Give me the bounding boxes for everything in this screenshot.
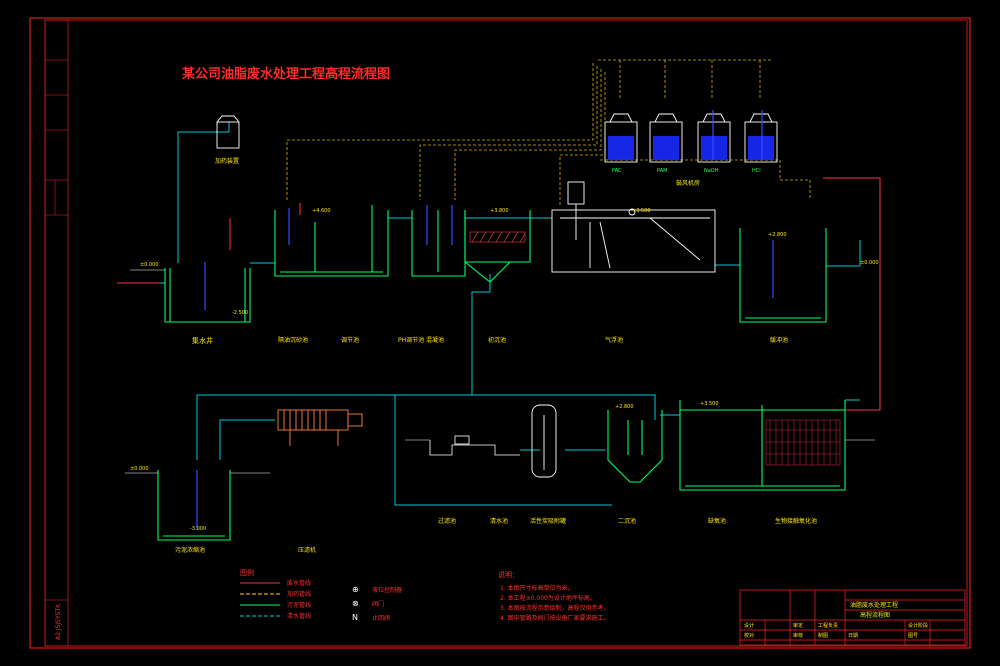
elevation-marks: +4.600 +3.800 +3.500 +2.800 ±0.000 -2.50… xyxy=(130,208,879,532)
label-regulating: 调节池 xyxy=(341,336,359,344)
sludge-tank xyxy=(157,470,231,541)
title-block xyxy=(739,589,966,646)
svg-text:制图: 制图 xyxy=(818,632,828,639)
svg-text:+4.600: +4.600 xyxy=(312,208,331,214)
svg-text:+2.800: +2.800 xyxy=(615,404,634,410)
svg-text:PAM: PAM xyxy=(657,168,667,174)
svg-text:-3.000: -3.000 xyxy=(190,526,206,532)
svg-text:高程流程图: 高程流程图 xyxy=(860,611,890,619)
secondary-clarifier xyxy=(607,410,663,483)
svg-text:设计阶段: 设计阶段 xyxy=(908,622,928,629)
label-ph-coag: PH调节池 混凝池 xyxy=(398,336,444,344)
label-flotation: 气浮池 xyxy=(605,336,623,344)
legend-symbol-icon-0: ⊕ xyxy=(352,585,359,594)
flotation-tank xyxy=(551,181,716,273)
ground-lines xyxy=(125,269,875,474)
water-pipes xyxy=(117,122,861,506)
dosing-tank-fill xyxy=(608,136,774,160)
legend-symbol-icon-1: ⊗ xyxy=(352,599,359,608)
svg-text:HCl: HCl xyxy=(752,168,761,174)
sed-hatch xyxy=(469,231,526,243)
legend-symbol-icon-2: N xyxy=(352,613,358,622)
svg-text:±0.000: ±0.000 xyxy=(860,260,879,266)
svg-text:±0.000: ±0.000 xyxy=(130,466,149,472)
legend-title: 图例 xyxy=(240,568,254,577)
svg-text:审定: 审定 xyxy=(793,622,803,629)
note-line-3: 3. 本图按流程示意绘制，高程仅供参考。 xyxy=(500,604,610,612)
label-sludge-tank: 污泥浓缩池 xyxy=(175,546,205,554)
label-secondary: 二沉池 xyxy=(618,517,636,525)
label-anoxic: 缺氧池 xyxy=(708,517,726,525)
dosing-lines xyxy=(286,59,811,205)
label-blower: 鼓风机房 xyxy=(676,179,700,187)
svg-text:NaOH: NaOH xyxy=(704,168,719,174)
collection-well xyxy=(164,268,251,323)
pump-lines xyxy=(196,110,774,530)
label-carbon: 活性炭吸附罐 xyxy=(530,517,566,525)
label-sedimentation: 初沉池 xyxy=(488,336,506,344)
filter-press xyxy=(277,409,363,446)
regulating-tank xyxy=(274,210,389,277)
label-equalize: 缓冲池 xyxy=(770,336,788,344)
air-line xyxy=(117,177,881,411)
svg-text:+2.800: +2.800 xyxy=(768,232,787,238)
sedimentation-tank xyxy=(464,210,531,263)
svg-text:审核: 审核 xyxy=(793,632,803,639)
label-dosing-room: 加药装置 xyxy=(215,157,239,165)
dosing-tanks xyxy=(216,113,778,163)
label-filter: 过滤池 xyxy=(438,517,456,525)
svg-text:工程负责: 工程负责 xyxy=(818,622,838,629)
drawing-title: 某公司油脂废水处理工程高程流程图 xyxy=(181,66,390,82)
svg-text:+3.500: +3.500 xyxy=(632,208,651,214)
svg-text:油脂废水处理工程: 油脂废水处理工程 xyxy=(850,601,898,609)
dosing-tank-labels: PAC PAM NaOH HCl xyxy=(612,168,761,174)
svg-text:设计: 设计 xyxy=(744,622,754,629)
oxidation-filler xyxy=(765,419,841,466)
svg-text:校对: 校对 xyxy=(744,632,754,639)
bio-tank xyxy=(679,400,846,491)
tanks xyxy=(157,205,846,541)
note-line-1: 1. 本图尺寸标高单位为米。 xyxy=(500,584,574,592)
note-line-4: 4. 图中管路及阀门按设备厂家要求施工。 xyxy=(500,614,610,622)
title-block-text: 油脂废水处理工程 高程流程图 工程负责 审定 审核 设计 校对 制图 设计阶段 … xyxy=(744,601,928,639)
equalize-tank xyxy=(739,228,827,323)
notes: 说明： 1. 本图尺寸标高单位为米。 2. 本工程±0.000为设计地坪标高。 … xyxy=(498,570,610,622)
legend-symbol-label-2: 止回阀 xyxy=(372,614,390,622)
label-final-basin: 清水池 xyxy=(490,517,508,525)
legend-label-2: 污泥管线 xyxy=(287,601,311,609)
legend-label-1: 加药管线 xyxy=(287,590,311,598)
legend-label-0: 废水管线 xyxy=(287,579,311,587)
legend-symbol-label-1: 阀门 xyxy=(372,600,384,608)
label-contact-oxidation: 生物接触氧化池 xyxy=(775,517,817,525)
svg-text:PAC: PAC xyxy=(612,168,622,174)
label-dewatering: 压滤机 xyxy=(298,546,316,554)
filter-pit xyxy=(429,435,520,456)
label-grease-trap: 隔油沉砂池 xyxy=(278,336,308,344)
svg-text:+3.500: +3.500 xyxy=(700,401,719,407)
label-collection: 集水井 xyxy=(192,336,213,345)
notes-title: 说明： xyxy=(498,570,519,579)
tank-labels: 集水井 隔油沉砂池 调节池 PH调节池 混凝池 初沉池 气浮池 缓冲池 加药装置… xyxy=(175,157,817,554)
svg-text:图号: 图号 xyxy=(908,633,918,639)
drawing-frame xyxy=(29,17,971,649)
legend-label-3: 清水管线 xyxy=(287,612,311,620)
legend-symbols: ⊕ 液位控制器 ⊗ 阀门 N 止回阀 xyxy=(352,585,402,622)
svg-text:-2.500: -2.500 xyxy=(232,310,248,316)
legend-symbol-label-0: 液位控制器 xyxy=(372,586,402,594)
svg-text:日期: 日期 xyxy=(848,633,858,639)
svg-text:+3.800: +3.800 xyxy=(490,208,509,214)
note-line-2: 2. 本工程±0.000为设计地坪标高。 xyxy=(500,594,596,602)
svg-text:±0.000: ±0.000 xyxy=(140,262,159,268)
side-strip-code: A2 JSJSYSTK xyxy=(55,603,62,640)
carbon-vessel xyxy=(531,404,557,478)
side-strip xyxy=(45,59,68,601)
